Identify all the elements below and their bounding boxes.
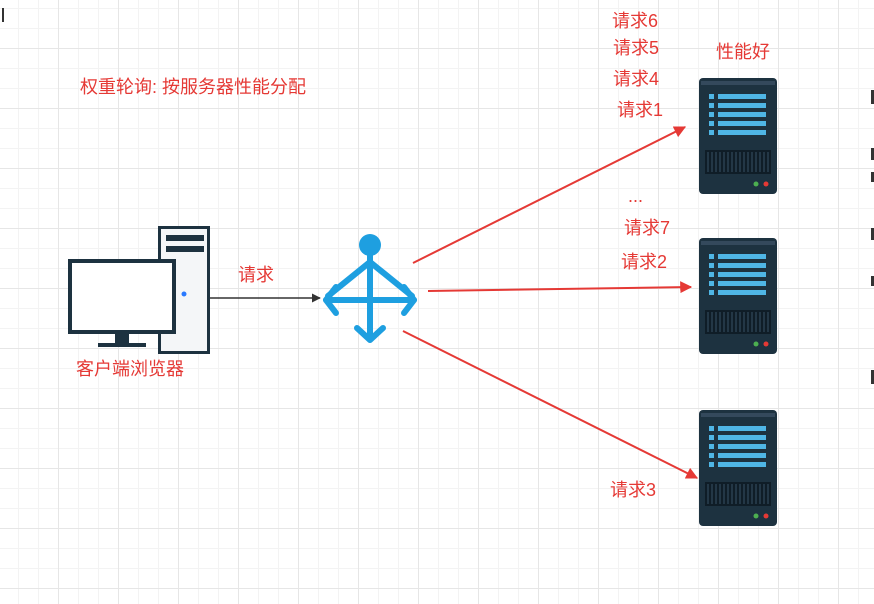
right-edge-mark [871,90,874,104]
right-edge-mark [871,228,874,240]
server-icon [698,237,778,355]
request-label: 请求3 [610,480,657,500]
diagram-title: 权重轮询: 按服务器性能分配 [80,77,307,97]
right-edge-mark [871,370,874,384]
arrow-to-server-2 [427,281,693,294]
request-label: 请求7 [624,218,671,238]
right-edge-mark [871,148,874,160]
load-balancer-icon [323,234,417,343]
arrow-to-server-3 [402,330,699,479]
request-label: 请求4 [613,69,660,89]
client-label: 客户端浏览器 [76,359,184,379]
request-label: 请求5 [613,38,660,58]
request-label: 请求6 [612,11,659,31]
server-icon [698,409,778,527]
client-request-label: 请求 [238,265,274,285]
server-1-note: 性能好 [716,42,770,62]
server-icon [698,77,778,195]
right-edge-mark [871,172,874,182]
request-label: 请求2 [621,252,668,272]
request-ellipsis: ... [628,186,644,206]
desktop-computer-icon [68,226,210,354]
arrow-to-server-1 [412,126,687,264]
request-label: 请求1 [617,100,664,120]
right-edge-mark [871,276,874,286]
left-edge-mark [2,8,4,22]
